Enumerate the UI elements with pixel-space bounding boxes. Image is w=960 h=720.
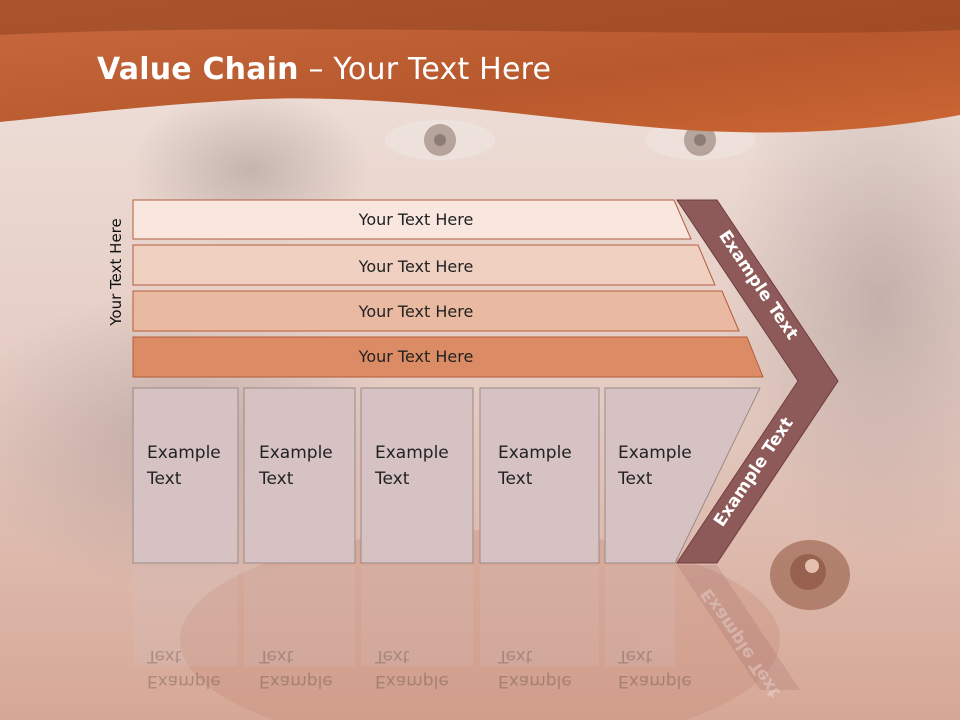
bar-2 xyxy=(132,244,716,286)
bar-1-label: Your Text Here xyxy=(358,210,474,229)
bar-3-label: Your Text Here xyxy=(358,302,474,321)
bar-4-label: Your Text Here xyxy=(358,347,474,366)
box-1-line2: Text xyxy=(146,469,182,489)
chevron-reflection xyxy=(677,565,800,690)
box-3-line2: Text xyxy=(374,469,410,489)
box-1-line1: Example xyxy=(147,443,221,463)
box-2-line2: Text xyxy=(258,469,294,489)
bar-3 xyxy=(132,290,740,332)
reflect-2-line1: Example xyxy=(259,671,333,691)
box-reflections xyxy=(133,566,675,666)
ring-decoration xyxy=(770,540,850,610)
box-2 xyxy=(243,387,356,564)
box-4 xyxy=(479,387,600,564)
box-text-reflections: Example Text Example Text Example Text E… xyxy=(146,646,692,691)
reflect-1-line1: Example xyxy=(147,671,221,691)
chevron-arrow xyxy=(676,199,839,564)
slide-title-rest: – Your Text Here xyxy=(298,52,552,87)
bar-2-label: Your Text Here xyxy=(358,257,474,276)
box-5-line1: Example xyxy=(618,443,692,463)
bar-4 xyxy=(132,336,764,378)
reflect-4-line1: Example xyxy=(498,671,572,691)
eye-left xyxy=(385,120,495,160)
bar-1 xyxy=(132,199,692,240)
box-4-line1: Example xyxy=(498,443,572,463)
box-2-line1: Example xyxy=(259,443,333,463)
slide-title: Value Chain – Your Text Here xyxy=(97,52,551,87)
header-band xyxy=(0,0,960,133)
reflect-4-line2: Text xyxy=(497,646,533,666)
reflect-5-line1: Example xyxy=(618,671,692,691)
box-3-line1: Example xyxy=(375,443,449,463)
box-1 xyxy=(132,387,239,564)
reflect-1-line2: Text xyxy=(146,646,182,666)
reflect-3-line2: Text xyxy=(374,646,410,666)
box-4-line2: Text xyxy=(497,469,533,489)
reflect-2-line2: Text xyxy=(258,646,294,666)
box-5 xyxy=(604,387,761,564)
slide-title-bold: Value Chain xyxy=(97,52,299,87)
reflect-3-line1: Example xyxy=(375,671,449,691)
reflect-5-line2: Text xyxy=(617,646,653,666)
box-3 xyxy=(360,387,474,564)
box-5-line2: Text xyxy=(617,469,653,489)
